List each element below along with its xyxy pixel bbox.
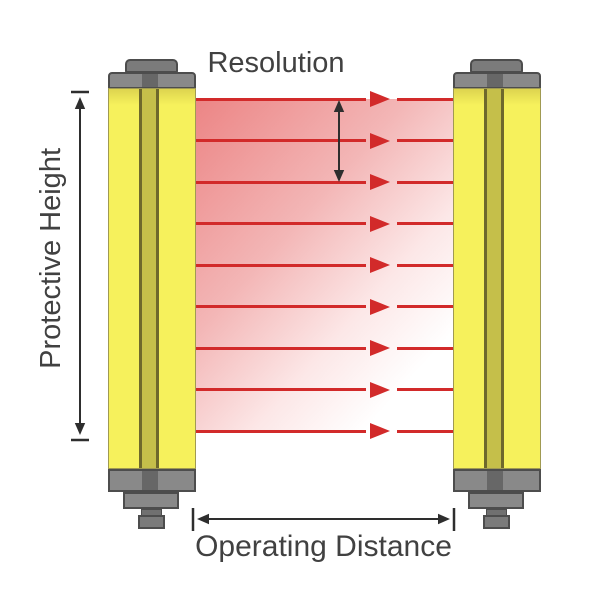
tower-seam: [487, 74, 503, 87]
laser-beam: [196, 174, 453, 190]
laser-beam: [196, 215, 453, 232]
beam-arrowhead-icon: [370, 298, 390, 315]
protective-height-dimension-arrow: [71, 90, 89, 442]
tower-top-cap: [125, 59, 178, 73]
tower-top-cap: [470, 59, 523, 73]
laser-beam: [196, 423, 453, 439]
beam-line-left: [196, 305, 366, 308]
laser-beam: [196, 340, 453, 356]
tower-body: [453, 88, 541, 469]
tower-mount-foot: [138, 515, 165, 529]
tower-seam: [487, 471, 503, 490]
tower-mount-block: [123, 492, 179, 509]
beam-line-left: [196, 429, 366, 433]
tower-mount-foot: [483, 515, 510, 529]
beam-arrowhead-icon: [370, 132, 390, 149]
beam-line-right: [397, 429, 453, 433]
beam-line-right: [397, 180, 453, 184]
beam-line-right: [397, 305, 453, 308]
beam-line-right: [397, 346, 453, 350]
beam-line-left: [196, 222, 366, 225]
beam-line-left: [196, 180, 366, 184]
resolution-label: Resolution: [207, 47, 345, 79]
resolution-dimension-arrow: [333, 100, 345, 182]
left-light-curtain-tower: [108, 59, 196, 529]
tower-mount-block: [468, 492, 524, 509]
beam-arrowhead-icon: [370, 340, 390, 356]
laser-beam: [196, 257, 453, 273]
tower-seam: [142, 74, 158, 87]
operating-distance-label: Operating Distance: [195, 530, 452, 563]
beam-line-left: [196, 263, 366, 267]
beam-line-left: [196, 388, 366, 391]
tower-top-band: [453, 72, 541, 89]
beam-arrowhead-icon: [370, 91, 390, 107]
beam-arrowhead-icon: [370, 423, 390, 439]
beam-line-left: [196, 139, 366, 142]
operating-distance-dimension-arrow: [191, 508, 456, 531]
beam-arrowhead-icon: [370, 257, 390, 273]
laser-beam: [196, 298, 453, 315]
right-light-curtain-tower: [453, 59, 541, 529]
laser-beam: [196, 91, 453, 107]
beam-line-left: [196, 346, 366, 350]
beam-arrowhead-icon: [370, 215, 390, 232]
tower-bottom-band: [453, 469, 541, 492]
beam-line-left: [196, 97, 366, 101]
tower-seam: [142, 471, 158, 490]
beam-arrowhead-icon: [370, 381, 390, 398]
beam-line-right: [397, 263, 453, 267]
laser-beam: [196, 132, 453, 149]
tower-front-strip: [484, 89, 504, 468]
protective-height-label: Protective Height: [34, 147, 67, 369]
beam-line-right: [397, 97, 453, 101]
beam-arrowhead-icon: [370, 174, 390, 190]
tower-front-strip: [139, 89, 159, 468]
beam-line-right: [397, 139, 453, 142]
tower-body: [108, 88, 196, 469]
tower-top-band: [108, 72, 196, 89]
tower-bottom-band: [108, 469, 196, 492]
beam-line-right: [397, 388, 453, 391]
beam-area: [196, 91, 453, 439]
beam-line-right: [397, 222, 453, 225]
laser-beam: [196, 381, 453, 398]
